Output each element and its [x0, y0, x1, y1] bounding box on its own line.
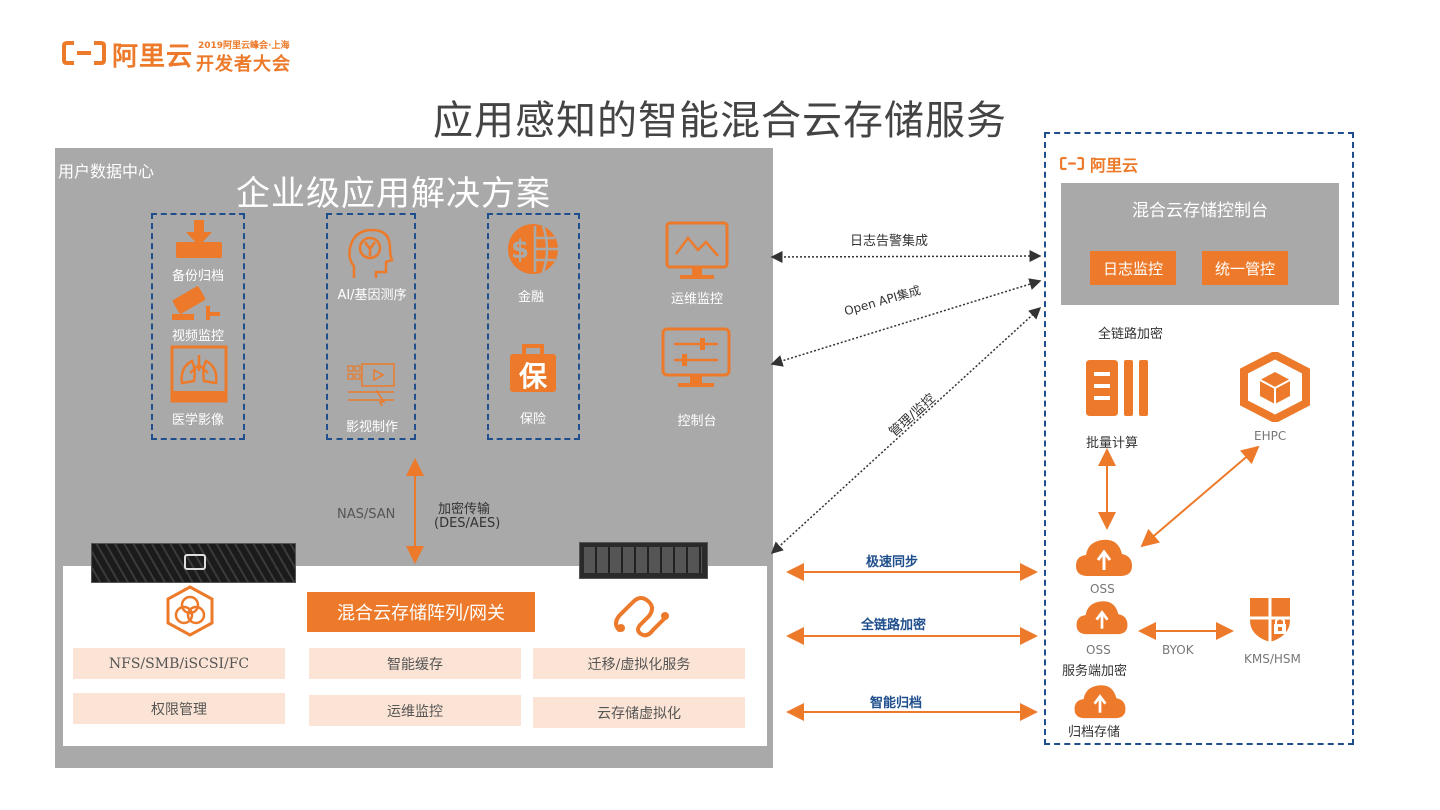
full-link-encrypt-label: 全链路加密 [1098, 327, 1164, 342]
encrypt-label: 全链路加密 [861, 618, 927, 633]
aliyun-small-logo-text: 阿里云 [1090, 156, 1139, 175]
aliyun-logo-icon [62, 41, 106, 65]
gateway-label: 混合云存储阵列/网关 [307, 592, 535, 632]
kms-label: KMS/HSM [1244, 652, 1301, 666]
archive-cloud-icon [1074, 685, 1126, 719]
download-tray-icon [176, 220, 222, 258]
event-subtitle: 2019阿里云峰会·上海 [198, 41, 290, 51]
svg-text:$: $ [511, 235, 529, 265]
aliyun-logo-text: 阿里云 [112, 42, 194, 72]
log-monitor-button[interactable]: 日志监控 [1090, 251, 1176, 285]
feature-protocols: NFS/SMB/iSCSI/FC [73, 648, 285, 679]
app-label-video: 影视制作 [345, 420, 399, 435]
aliyun-small-logo-icon [1060, 156, 1084, 171]
protocol-label: NAS/SAN [337, 507, 396, 522]
solutions-title: 企业级应用解决方案 [236, 174, 551, 214]
encryption-label: 加密传输 [438, 502, 491, 517]
feature-smart-cache: 智能缓存 [309, 648, 521, 679]
feature-permission: 权限管理 [73, 693, 285, 724]
ehpc-label: EHPC [1254, 429, 1287, 443]
oss-encrypt-cloud-icon [1076, 601, 1128, 635]
oss-label: OSS [1090, 582, 1115, 596]
datacenter-label: 用户数据中心 [58, 162, 155, 181]
feature-migration: 迁移/虚拟化服务 [533, 648, 745, 679]
archive-storage-label: 归档存储 [1068, 725, 1121, 740]
video-editing-icon [347, 363, 395, 407]
page-title: 应用感知的智能混合云存储服务 [433, 98, 1007, 144]
smart-archive-label: 智能归档 [870, 696, 923, 711]
sync-label: 极速同步 [866, 555, 919, 570]
server-rack-image [579, 542, 708, 579]
log-alert-connector [770, 250, 1042, 263]
kms-shield-icon [1250, 598, 1290, 642]
event-title: 开发者大会 [196, 54, 291, 75]
app-label-insurance: 保险 [519, 412, 547, 427]
aliyun-panel [1044, 132, 1354, 745]
app-label-medical: 医学影像 [171, 413, 225, 428]
svg-text:保: 保 [519, 360, 548, 393]
insurance-briefcase-icon: 保 [510, 344, 556, 393]
batch-compute-label: 批量计算 [1086, 436, 1139, 451]
oss-encrypt-label: OSS [1086, 643, 1111, 657]
globe-dollar-icon: $ [508, 224, 558, 274]
monitor-chart-icon [665, 221, 729, 279]
log-alert-label: 日志告警集成 [850, 234, 929, 249]
app-label-ops: 运维监控 [670, 292, 724, 307]
migration-link-icon [614, 596, 669, 638]
brain-head-icon [348, 228, 394, 278]
cctv-camera-icon [172, 286, 220, 320]
storage-array-image [91, 543, 296, 583]
console-sliders-icon [661, 327, 731, 387]
app-group-2 [326, 213, 416, 440]
hybrid-console-title: 混合云存储控制台 [1132, 201, 1268, 221]
encryption-algorithms: (DES/AES) [434, 516, 501, 531]
ehpc-icon [1240, 352, 1310, 422]
triple-ring-icon [166, 585, 214, 637]
lungs-xray-icon [170, 345, 228, 403]
oss-cloud-icon [1076, 539, 1132, 576]
batch-compute-icon [1086, 360, 1148, 416]
app-label-cctv: 视频监控 [171, 329, 225, 344]
server-side-encrypt-label: 服务端加密 [1062, 664, 1128, 679]
app-label-finance: 金融 [517, 290, 545, 305]
manage-connector [770, 306, 1042, 555]
feature-ops-monitor: 运维监控 [309, 695, 521, 726]
app-label-backup: 备份归档 [171, 269, 225, 284]
feature-storage-virtualization: 云存储虚拟化 [533, 697, 745, 728]
app-label-console: 控制台 [677, 414, 717, 429]
unified-control-button[interactable]: 统一管控 [1202, 251, 1288, 285]
app-label-ai: AI/基因测序 [337, 288, 407, 303]
app-group-1 [151, 213, 245, 440]
app-group-3 [487, 213, 580, 440]
byok-label: BYOK [1162, 643, 1194, 657]
ehpc-oss-connector [1140, 445, 1260, 548]
